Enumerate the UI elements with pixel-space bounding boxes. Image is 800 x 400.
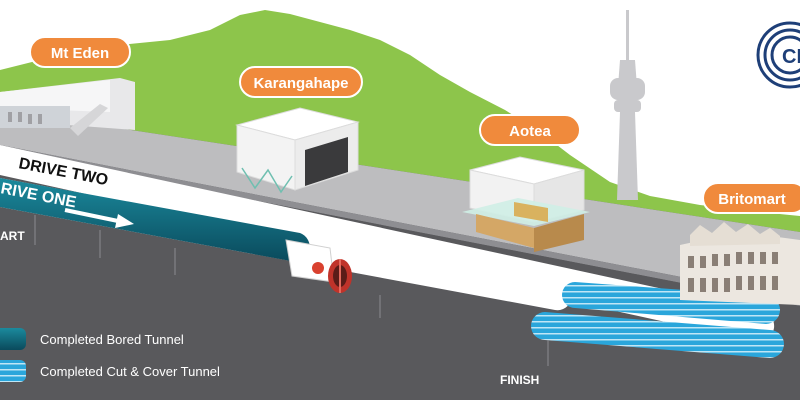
badge-britomart: Britomart bbox=[702, 182, 800, 214]
legend: Completed Bored Tunnel Completed Cut & C… bbox=[0, 328, 220, 382]
finish-marker-label: FINISH bbox=[500, 373, 539, 387]
logo-text: CI bbox=[782, 46, 800, 68]
drive-one-arrow bbox=[64, 208, 134, 228]
surface-road bbox=[0, 110, 800, 300]
badge-mt-eden: Mt Eden bbox=[29, 36, 131, 68]
station-label-britomart: Britomart bbox=[718, 191, 786, 208]
station-label-aotea: Aotea bbox=[509, 123, 551, 140]
green-hills bbox=[0, 10, 800, 232]
completed-bored-section bbox=[0, 178, 310, 262]
badge-aotea: Aotea bbox=[479, 114, 581, 146]
tunnel-boring-machine bbox=[285, 239, 352, 293]
britomart-station bbox=[680, 222, 800, 305]
aotea-station bbox=[462, 156, 590, 252]
legend-swatch-cut-cover bbox=[0, 360, 26, 382]
road-edge bbox=[0, 145, 800, 306]
cut-cover-lower bbox=[531, 312, 784, 358]
logo: CI bbox=[754, 19, 800, 91]
sky-tower bbox=[610, 10, 645, 200]
badge-karangahape: Karangahape bbox=[239, 66, 363, 98]
legend-label-cut-cover: Completed Cut & Cover Tunnel bbox=[40, 364, 220, 379]
legend-item-bored: Completed Bored Tunnel bbox=[0, 328, 184, 350]
start-marker-label: ART bbox=[0, 229, 25, 243]
station-label-karangahape: Karangahape bbox=[253, 75, 348, 92]
legend-item-cut-cover: Completed Cut & Cover Tunnel bbox=[0, 360, 220, 382]
depth-ticks bbox=[34, 215, 549, 366]
drive-one-tunnel bbox=[0, 178, 572, 311]
station-label-mt-eden: Mt Eden bbox=[51, 45, 109, 62]
cut-cover-upper bbox=[562, 282, 780, 324]
mt-eden-station bbox=[0, 78, 135, 136]
legend-label-bored: Completed Bored Tunnel bbox=[40, 332, 184, 347]
legend-swatch-bored bbox=[0, 328, 26, 350]
karangahape-station bbox=[235, 107, 360, 194]
